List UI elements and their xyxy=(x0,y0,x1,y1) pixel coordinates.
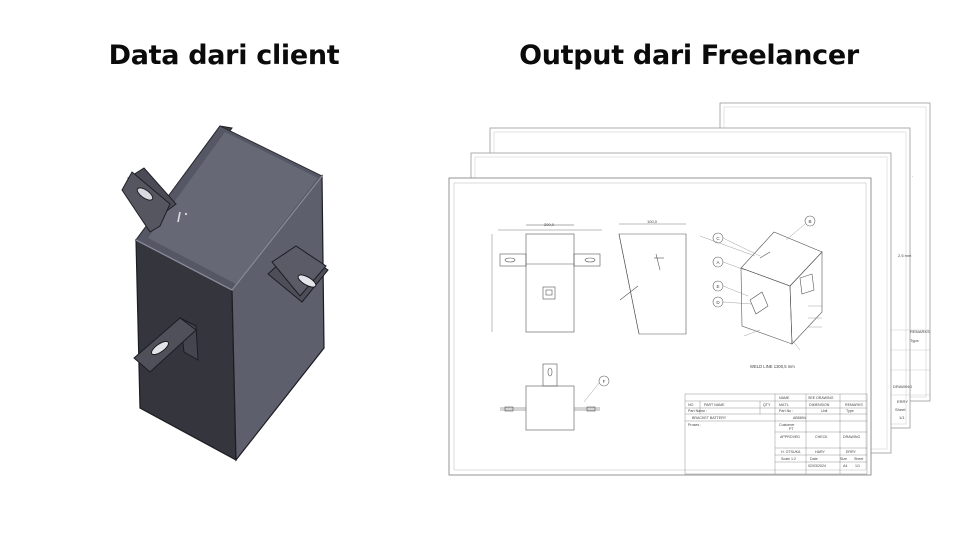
svg-text:Part Name :: Part Name : xyxy=(688,409,707,413)
back-sheet-text: · xyxy=(912,174,913,179)
back-sheet-drawing: DRAWING xyxy=(893,384,912,389)
client-data-heading: Data dari client xyxy=(108,40,340,71)
svg-text:PT: PT xyxy=(789,427,794,431)
back-sheet-type: Type xyxy=(910,338,919,343)
isometric-view xyxy=(740,231,823,345)
svg-text:APPROVED: APPROVED xyxy=(780,435,800,439)
svg-text:SEE DRAWING: SEE DRAWING xyxy=(808,396,834,400)
svg-text:AB5894: AB5894 xyxy=(793,416,806,420)
front-view xyxy=(491,224,602,333)
svg-text:Customer: Customer xyxy=(779,423,795,427)
svg-text:Scale 1:2: Scale 1:2 xyxy=(781,457,796,461)
svg-text:02/03/2024: 02/03/2024 xyxy=(808,464,826,468)
svg-text:HARY: HARY xyxy=(815,450,826,454)
svg-text:REMARKS: REMARKS xyxy=(845,403,863,407)
svg-text:A4: A4 xyxy=(843,464,847,468)
left-mounting-tab xyxy=(121,167,177,233)
svg-text:Part No :: Part No : xyxy=(779,409,793,413)
top-view xyxy=(500,363,600,431)
bracket-3d-model xyxy=(121,125,329,462)
svg-text:Type: Type xyxy=(846,409,854,413)
svg-text:BRACKET BATTERY: BRACKET BATTERY xyxy=(692,416,727,420)
back-sheet-remarks: REMARKS xyxy=(910,329,930,334)
right-mounting-tab xyxy=(267,245,329,303)
weld-line-note: WELD LINE 1300,5 mm xyxy=(750,364,795,369)
svg-text:B: B xyxy=(808,219,811,224)
front-view-dimension: 200,0 xyxy=(544,222,555,227)
svg-text:C: C xyxy=(716,236,720,241)
svg-text:D: D xyxy=(716,300,720,305)
svg-text:Unit: Unit xyxy=(821,409,827,413)
freelancer-output-heading: Output dari Freelancer xyxy=(519,40,859,71)
svg-text:Size: Size xyxy=(840,457,847,461)
back-sheet-dim: 2,5 mm xyxy=(898,253,912,258)
svg-text:Date: Date xyxy=(810,457,818,461)
bottom-bent-tab xyxy=(133,317,199,373)
svg-text:ERRY: ERRY xyxy=(846,450,857,454)
back-sheet-sheet: Sheet xyxy=(895,407,906,412)
svg-text:NO: NO xyxy=(688,403,694,407)
back-sheet-sheet-no: 1/1 xyxy=(899,415,905,420)
back-sheet-drafter: ERRY xyxy=(897,399,908,404)
svg-text:1/1: 1/1 xyxy=(855,464,860,468)
svg-text:DRAWING: DRAWING xyxy=(843,435,860,439)
drawing-sheet-front: 200,0 100,0 xyxy=(448,177,872,476)
svg-text:Proses :: Proses : xyxy=(688,423,701,427)
callout-b xyxy=(804,215,816,227)
svg-text:QTY: QTY xyxy=(763,403,771,407)
title-block: NAME SEE DRAWING NO PART NAME QTY MAT'L … xyxy=(684,393,868,475)
svg-text:DIMENSION: DIMENSION xyxy=(809,403,830,407)
svg-text:NAME: NAME xyxy=(779,396,790,400)
svg-text:MAT'L: MAT'L xyxy=(779,403,789,407)
side-view xyxy=(618,223,687,335)
svg-text:CHECK: CHECK xyxy=(815,435,828,439)
callout-f xyxy=(598,375,610,387)
svg-text:E: E xyxy=(716,284,719,289)
svg-text:Sheet: Sheet xyxy=(854,457,863,461)
svg-text:F: F xyxy=(603,379,606,384)
side-view-dimension: 100,0 xyxy=(647,219,658,224)
svg-text:H. OTSUKA: H. OTSUKA xyxy=(781,450,801,454)
svg-text:A: A xyxy=(716,260,719,265)
svg-text:PART NAME: PART NAME xyxy=(704,403,725,407)
drawing-sheet-stack: · 2,5 mm REMARKS Type DRAWING ERRY Sheet… xyxy=(448,102,931,476)
